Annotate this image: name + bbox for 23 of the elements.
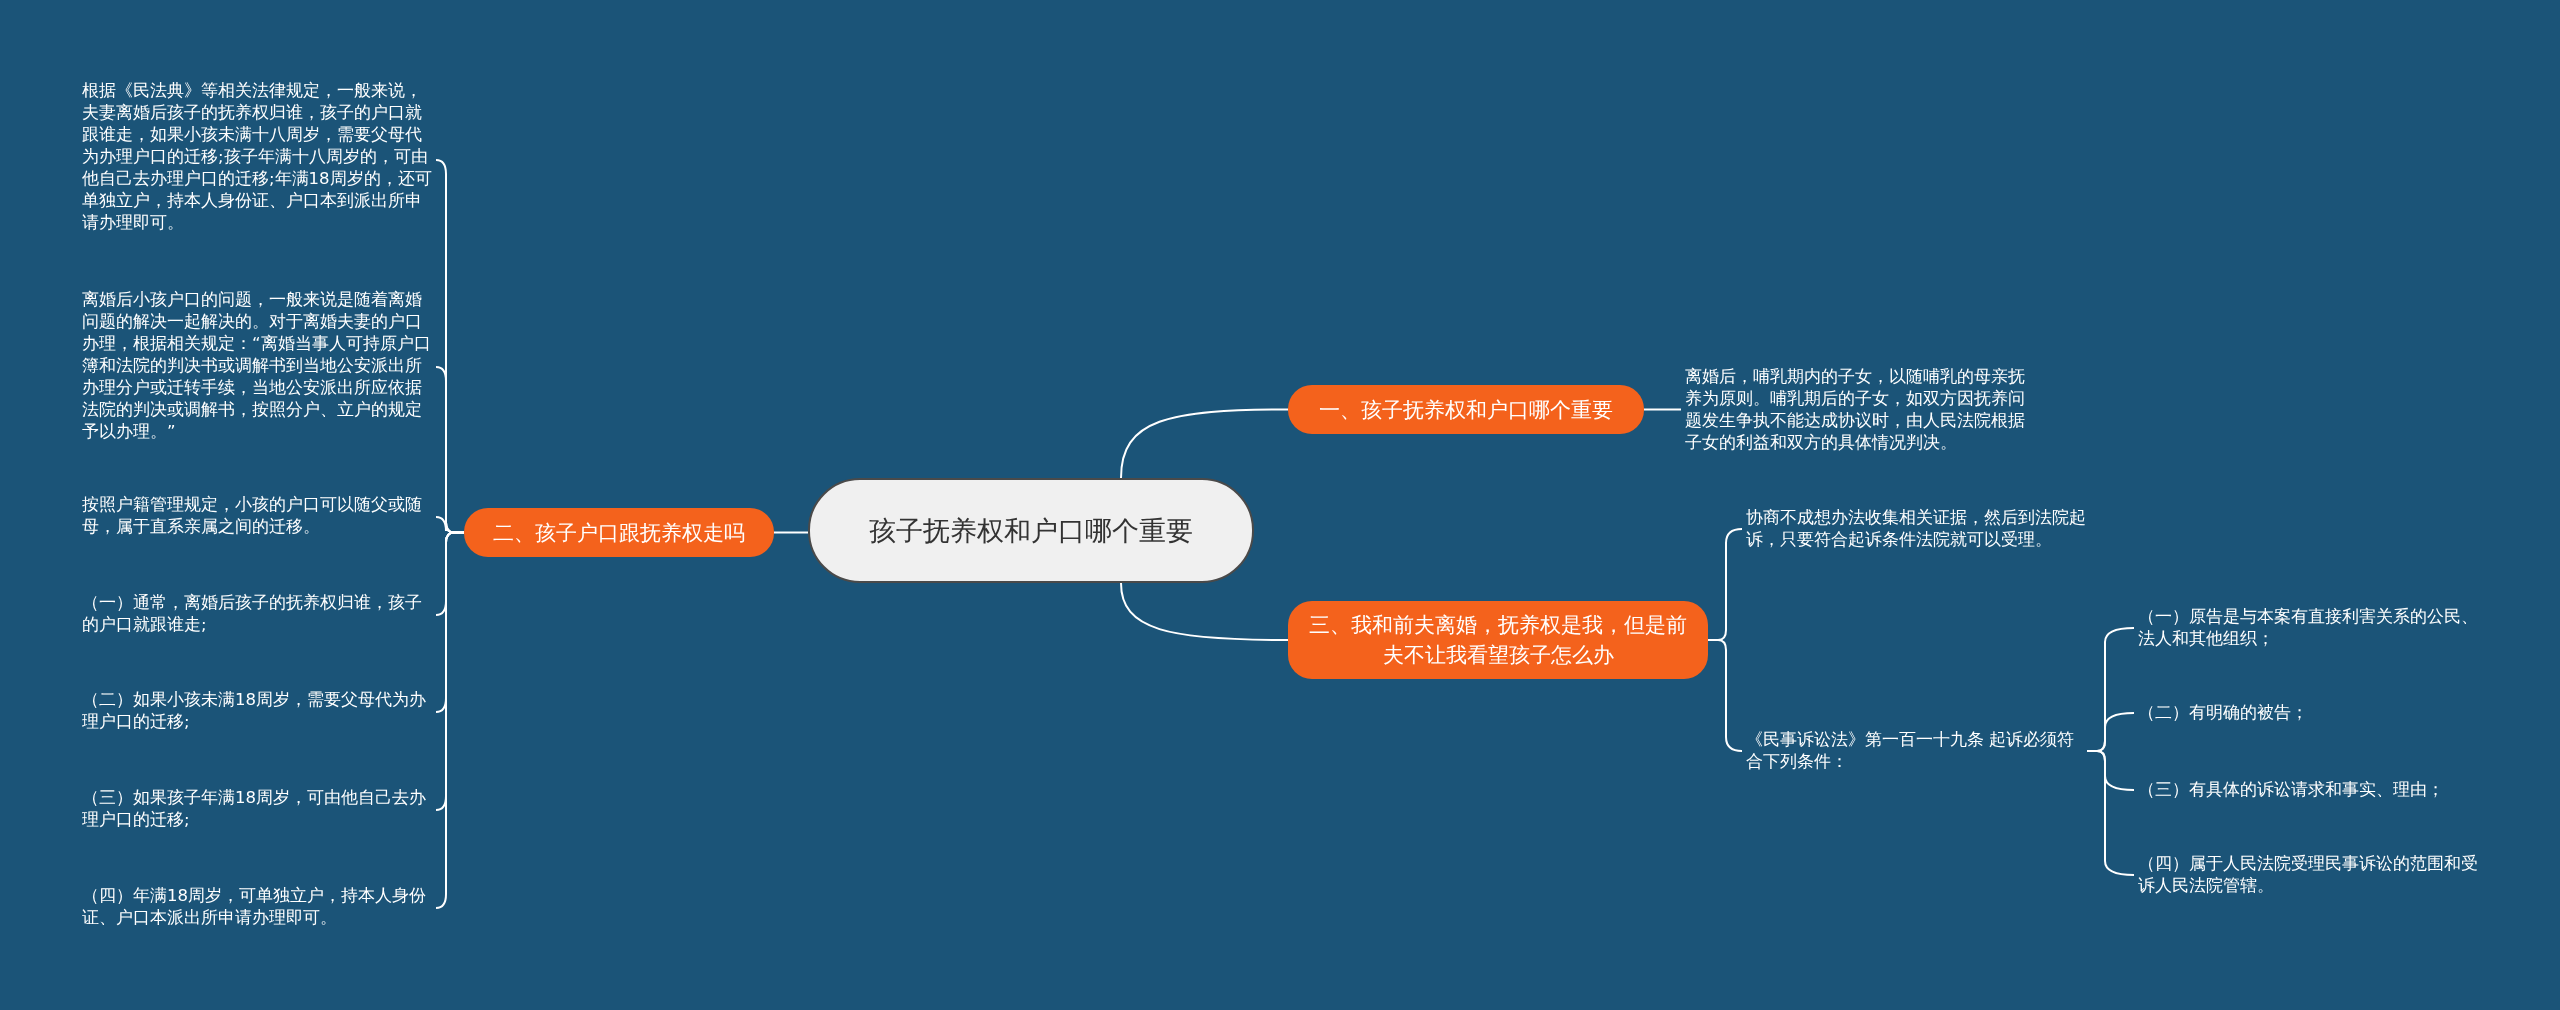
note-text: （三）有具体的诉讼请求和事实、理由； [2134, 778, 2494, 802]
note-text: （一）原告是与本案有直接利害关系的公民、法人和其他组织； [2134, 605, 2494, 651]
note-text: 离婚后，哺乳期内的子女，以随哺乳的母亲抚养为原则。哺乳期后的子女，如双方因抚养问题发生争执不能达成协议时，由人民法院根据子女的利益和双方的具体情况判决。 [1681, 365, 2041, 457]
central-topic: 孩子抚养权和户口哪个重要 [808, 478, 1254, 583]
note-text: （二）如果小孩未满18周岁，需要父母代为办理户口的迁移; [78, 689, 436, 735]
note-text: （四）年满18周岁，可单独立户，持本人身份证、户口本派出所申请办理即可。 [78, 885, 436, 931]
branch-topic: 二、孩子户口跟抚养权走吗 [464, 508, 774, 557]
note-text: （四）属于人民法院受理民事诉讼的范围和受诉人民法院管辖。 [2134, 852, 2494, 898]
note-text: 离婚后小孩户口的问题，一般来说是随着离婚问题的解决一起解决的。对于离婚夫妻的户口办理，根据相关规定：“离婚当事人可持原户口簿和法院的判决书或调解书到当地公安派出所办理分户或迁转手续，当地公安派出所应依据法院的判决或调解书，按照分户、立户的规定予以办理。” [78, 289, 436, 445]
branch-topic: 三、我和前夫离婚，抚养权是我，但是前夫不让我看望孩子怎么办 [1288, 601, 1708, 679]
branch-topic: 一、孩子抚养权和户口哪个重要 [1288, 385, 1644, 434]
connector-line [1120, 408, 1289, 479]
connector-line [1707, 639, 1743, 752]
connector-line [773, 531, 809, 534]
connector-line [1120, 582, 1289, 641]
note-text: 按照户籍管理规定，小孩的户口可以随父或随母，属于直系亲属之间的迁移。 [78, 494, 436, 540]
connector-line [1643, 408, 1682, 411]
note-text: （一）通常，离婚后孩子的抚养权归谁，孩子的户口就跟谁走; [78, 592, 436, 638]
note-text: （三）如果孩子年满18周岁，可由他自己去办理户口的迁移; [78, 787, 436, 833]
note-text: 《民事诉讼法》第一百一十九条 起诉必须符合下列条件： [1742, 728, 2087, 774]
note-text: （二）有明确的被告； [2134, 701, 2494, 725]
note-text: 根据《民法典》等相关法律规定，一般来说，夫妻离婚后孩子的抚养权归谁，孩子的户口就跟谁走，如果小孩未满十八周岁，需要父母代为办理户口的迁移;孩子年满十八周岁的，可由他自己去办理户口的迁移;年满18周岁的，还可单独立户，持本人身份证、户口本到派出所申请办理即可。 [78, 80, 436, 240]
note-text: 协商不成想办法收集相关证据，然后到法院起诉，只要符合起诉条件法院就可以受理。 [1742, 506, 2102, 552]
